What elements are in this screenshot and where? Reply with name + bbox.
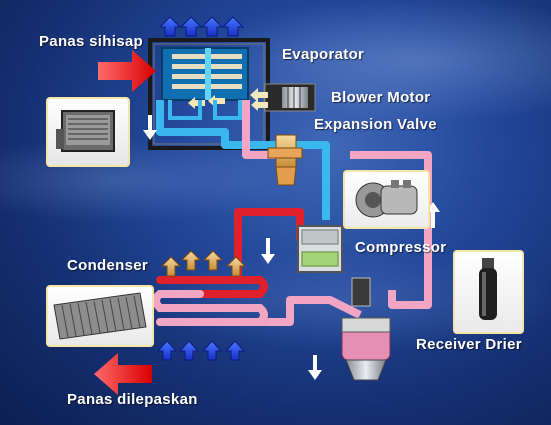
compressor-unit [297, 225, 343, 273]
receiver-drier-photo [453, 250, 524, 334]
evaporator-label: Evaporator [282, 46, 365, 63]
heat-absorbed-arrow [98, 50, 156, 92]
evaporator-core [161, 47, 249, 101]
airflow-out-evaporator-arrows [158, 16, 245, 37]
condenser-label: Condenser [67, 257, 149, 274]
expansion-valve-label: Expansion Valve [314, 116, 437, 133]
blower-motor-label: Blower Motor [331, 89, 431, 106]
evaporator-photo [46, 97, 130, 167]
receiver-drier-label: Receiver Drier [416, 336, 522, 353]
heat-absorbed-label: Panas sihisap [39, 33, 143, 50]
receiver-drier-unit [341, 277, 391, 381]
compressor-label: Compressor [355, 239, 447, 256]
discharge-line [160, 208, 304, 284]
evaporator-inner-tube [168, 100, 242, 120]
compressor-photo [343, 170, 430, 229]
heat-released-label: Panas dilepaskan [67, 391, 198, 408]
airflow-in-condenser-arrows [156, 340, 246, 361]
suction-line [156, 100, 330, 220]
blower-fan-icon [282, 87, 308, 108]
airflow-out-condenser-arrows [160, 250, 247, 277]
heat-released-arrow [94, 353, 152, 395]
expansion-valve [267, 134, 303, 186]
condenser-coil [152, 276, 268, 326]
condenser-photo [46, 285, 154, 347]
